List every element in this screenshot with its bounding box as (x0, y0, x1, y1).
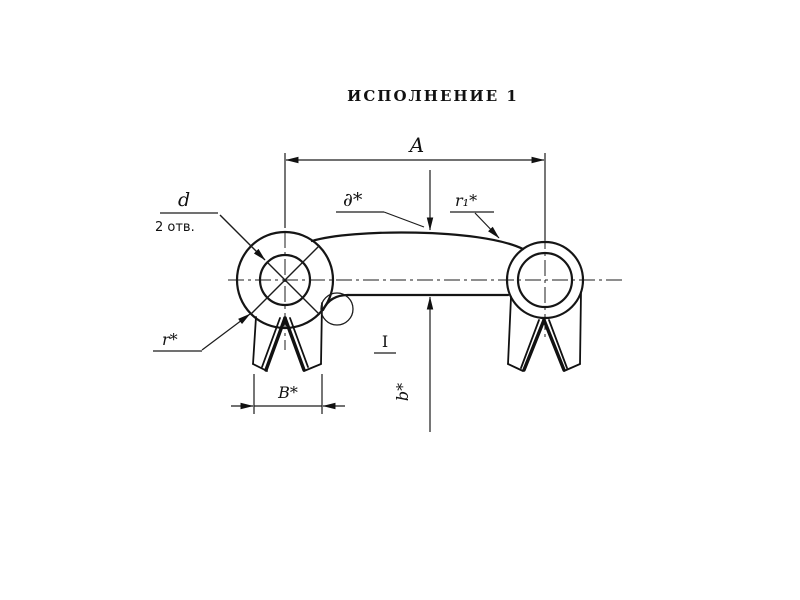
left-notch-left-edge (264, 316, 287, 372)
radius-label: r* (162, 330, 178, 349)
dim-b-label: b* (393, 383, 412, 401)
holes-count-label: 2 отв. (155, 220, 195, 235)
right-leg-outer-left-edge (507, 296, 512, 365)
left-hole-circle (258, 253, 312, 307)
hole-d-leader (219, 214, 266, 261)
right-notch-right-inner-line (548, 319, 568, 369)
thickness-leader (383, 211, 425, 228)
right-notch-left-edge (522, 318, 546, 372)
thickness-label: ∂* (343, 189, 363, 211)
bar-top-edge (310, 231, 525, 251)
radius1-leader (474, 212, 500, 239)
left-notch-right-inner-line (289, 317, 309, 368)
right-boss-outer-circle (505, 240, 585, 320)
radius1-label: r₁* (455, 191, 477, 210)
left-leg-right-foot (303, 363, 322, 372)
left-notch-left-inner-line (261, 317, 281, 368)
detail-label: I (382, 332, 388, 351)
hole-d-label: d (178, 189, 190, 211)
left-boss-diagonal-2 (250, 245, 320, 315)
dim-bcaps-label: B* (277, 383, 298, 402)
drawing-title: ИСПОЛНЕНИЕ 1 (347, 87, 519, 105)
right-leg-outer-right-edge (579, 291, 582, 365)
left-boss-outer-circle (235, 230, 335, 330)
radius-leader (201, 313, 251, 351)
detail-callout-circle (320, 292, 354, 326)
left-leg-outer-left-edge (252, 316, 257, 365)
right-hole-circle (516, 251, 574, 309)
left-notch-right-edge (283, 316, 306, 372)
right-notch-left-inner-line (520, 319, 540, 369)
right-leg-left-foot (507, 363, 524, 372)
right-leg-right-foot (563, 363, 581, 372)
dim-a-label: A (408, 133, 424, 157)
right-notch-right-edge (542, 318, 566, 372)
left-boss-diagonal-1 (266, 261, 320, 315)
